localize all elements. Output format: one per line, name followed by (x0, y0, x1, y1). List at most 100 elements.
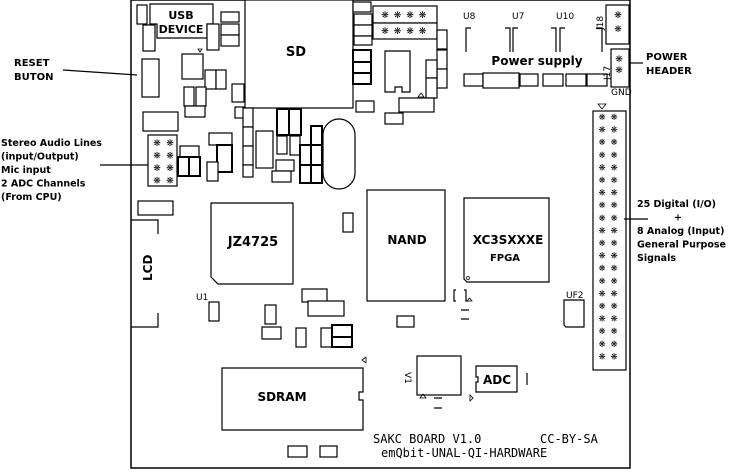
header-pin: ❋ (615, 55, 623, 65)
capacitor (142, 111, 179, 132)
capacitor (542, 73, 564, 87)
header-pin: ❋ (610, 201, 617, 211)
nand-label: NAND (387, 233, 426, 247)
capacitor (216, 144, 233, 173)
resistor (276, 135, 288, 155)
resistor (242, 107, 254, 128)
callout-line-text: Mic input (1, 165, 51, 176)
header-pin: ❋ (610, 327, 617, 337)
power-header-pins: ❋❋❋❋ (614, 11, 623, 76)
capacitor (142, 24, 156, 52)
header-pin: ❋ (419, 27, 427, 37)
callout-line-text: 8 Analog (Input) (637, 226, 724, 237)
resistor (220, 23, 240, 36)
usb-label-1: USB (168, 9, 193, 22)
header-pin: ❋ (598, 252, 605, 262)
capacitor (287, 445, 308, 458)
pin1-marker (597, 103, 607, 110)
header-pin: ❋ (610, 189, 617, 199)
header-pin: ❋ (610, 315, 617, 325)
reset-callout-line (62, 69, 138, 76)
capacitor (206, 23, 220, 51)
board-title: SAKC BOARD V1.0 (373, 432, 481, 446)
callout-line-text: 25 Digital (I/O) (637, 199, 716, 210)
header-pin: ❋ (610, 163, 617, 173)
header-pin: ❋ (610, 226, 617, 236)
header-pin: ❋ (598, 126, 605, 136)
header-pin: ❋ (598, 340, 605, 350)
header-pin: ❋ (406, 27, 414, 37)
j17-label: J17 (603, 66, 613, 81)
inductor (307, 300, 345, 317)
triangle-marker (466, 297, 473, 302)
header-pin: ❋ (598, 302, 605, 312)
callout-line-text: (From CPU) (1, 192, 62, 203)
uf2-part (563, 299, 585, 328)
resistor (320, 327, 333, 348)
resistor (183, 86, 195, 107)
capacitor (179, 145, 200, 158)
header-pin: ❋ (598, 214, 605, 224)
lcd-label: LCD (141, 255, 155, 281)
resistor (242, 145, 254, 166)
gnd-label: GND (611, 88, 632, 98)
reset-label-2: BUTON (14, 72, 53, 83)
triangle-marker (469, 394, 474, 402)
cpu-chip (210, 202, 294, 285)
header-pin: ❋ (614, 11, 622, 21)
gpio-header (592, 110, 627, 371)
header-pin: ❋ (598, 315, 605, 325)
resistor (288, 108, 302, 136)
header-pin: ❋ (598, 289, 605, 299)
header-pin: ❋ (598, 226, 605, 236)
v1-label: V1 (402, 372, 412, 384)
regulator-outline (596, 27, 603, 52)
sd-label: SD (286, 45, 306, 60)
header-pin: ❋ (610, 239, 617, 249)
resistor (299, 144, 312, 166)
u8-outline (465, 27, 471, 52)
header-pin: ❋ (610, 113, 617, 123)
header-pin: ❋ (598, 352, 605, 362)
adc-chip (475, 365, 518, 393)
capacitor (261, 326, 282, 340)
triangle-marker (417, 92, 425, 98)
capacitor (319, 445, 338, 458)
header-pin: ❋ (153, 177, 161, 187)
header-pin: ❋ (166, 152, 174, 162)
header-pin: ❋ (153, 152, 161, 162)
capacitor (586, 73, 608, 87)
callout-line-text: + (674, 213, 682, 224)
resistor (436, 29, 448, 50)
resistor (352, 61, 372, 74)
resistor (353, 24, 373, 37)
j18-label: J18 (596, 16, 606, 31)
uf2-label: UF2 (566, 291, 584, 301)
capacitor (384, 112, 404, 125)
capacitor (206, 161, 219, 182)
fpga-label: FPGA (490, 253, 520, 264)
header-pin: ❋ (610, 340, 617, 350)
power-header (610, 48, 630, 88)
resistor (264, 304, 277, 325)
voltage-ic (416, 355, 462, 396)
header-pin: ❋ (610, 214, 617, 224)
header-pin: ❋ (394, 27, 402, 37)
capacitor (137, 200, 174, 216)
header-pin: ❋ (610, 352, 617, 362)
header-pin: ❋ (610, 151, 617, 161)
inductor (301, 288, 328, 303)
power-label-1: POWER (646, 52, 688, 63)
gpio-header-pins: ❋❋❋❋❋❋❋❋❋❋❋❋❋❋❋❋❋❋❋❋❋❋❋❋❋❋❋❋❋❋❋❋❋❋❋❋❋❋❋❋ (598, 113, 617, 362)
sdram-chip (221, 367, 364, 431)
header-pin: ❋ (610, 252, 617, 262)
header-pin: ❋ (166, 177, 174, 187)
board-subtitle: emQbit-UNAL-QI-HARDWARE (381, 446, 547, 460)
u7-label: U7 (512, 12, 524, 22)
resistor (295, 327, 307, 348)
audio-callout: Stereo Audio Lines(input/Output)Mic inpu… (1, 138, 102, 203)
header-pin: ❋ (381, 11, 389, 21)
u7-outline (505, 27, 518, 52)
resistor (220, 11, 240, 23)
